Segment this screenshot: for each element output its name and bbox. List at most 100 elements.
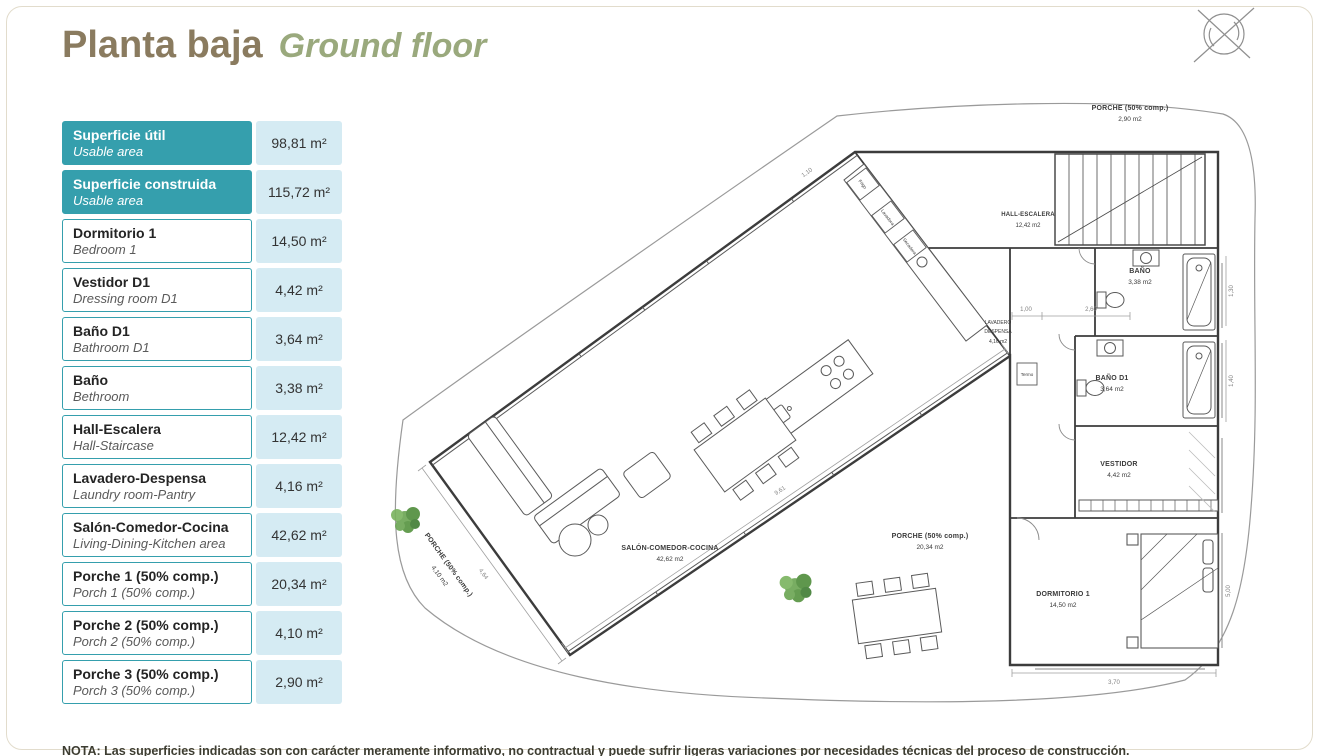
dim-label: 5,00 [1226, 585, 1232, 597]
table-row: Porche 3 (50% comp.)Porch 3 (50% comp.)2… [62, 660, 342, 704]
room-area: 2,90 m2 [1118, 116, 1142, 123]
hatch-area [1188, 431, 1216, 513]
fridge-label: Frigo [858, 179, 868, 191]
label-spanish: Porche 1 (50% comp.) [73, 568, 219, 585]
plant-icon [391, 507, 420, 533]
row-label: Porche 2 (50% comp.)Porch 2 (50% comp.) [62, 611, 252, 655]
row-value: 20,34 m² [256, 562, 342, 606]
door-arcs [1016, 247, 1096, 541]
porch-table-icon [851, 572, 943, 660]
row-value: 98,81 m² [256, 121, 342, 165]
label-english: Porch 1 (50% comp.) [73, 584, 196, 600]
dim-label: 4,64 [477, 568, 489, 582]
room-area: 4,42 m2 [1107, 472, 1131, 479]
sofa-icon [467, 416, 671, 557]
dim-label: 3,70 [1108, 680, 1120, 686]
row-value: 14,50 m² [256, 219, 342, 263]
label-spanish: Superficie útil [73, 127, 166, 144]
fridge-icon: Frigo [846, 167, 880, 201]
row-value: 3,38 m² [256, 366, 342, 410]
window-glazing [432, 154, 1223, 670]
table-row: Porche 2 (50% comp.)Porch 2 (50% comp.)4… [62, 611, 342, 655]
room-area: 42,62 m2 [656, 556, 683, 563]
row-value: 12,42 m² [256, 415, 342, 459]
label-english: Usable area [73, 192, 144, 208]
room-area: 3,64 m2 [1100, 386, 1124, 393]
room-area: 4,16 m2 [989, 339, 1007, 345]
dim-label: 1,10 [801, 167, 815, 179]
dim-label: 1,00 [1020, 307, 1032, 313]
wardrobe-icon [1078, 499, 1219, 512]
room-area: 20,34 m2 [916, 544, 943, 551]
label-spanish: Vestidor D1 [73, 274, 151, 291]
plot-boundary [394, 102, 1256, 703]
plant-icon [779, 573, 812, 603]
room-label-vestidor: VESTIDOR [1100, 461, 1137, 468]
row-label: Porche 3 (50% comp.)Porch 3 (50% comp.) [62, 660, 252, 704]
dim-label: 9,61 [774, 485, 788, 497]
room-label-salon: SALÓN-COMEDOR-COCINA [621, 543, 718, 552]
dimension-lines [417, 256, 1227, 677]
compass-icon [1193, 7, 1255, 63]
row-value: 2,90 m² [256, 660, 342, 704]
room-area: 12,42 m2 [1015, 223, 1041, 229]
room-label-hall: HALL-ESCALERA [1001, 212, 1055, 218]
label-spanish: Lavadero-Despensa [73, 470, 207, 487]
room-area: 14,50 m2 [1049, 602, 1076, 609]
room-label-porch-left: PORCHE (50% comp.) [423, 532, 474, 598]
water-heater-label: Termo [1021, 372, 1034, 377]
washer-icon: Lavadora [871, 200, 905, 234]
page-title: Planta baja Ground floor [62, 24, 486, 67]
room-label-bano-d1: BAÑO D1 [1096, 373, 1129, 382]
floor-plan: Frigo Lavadora Secadora Termo [391, 102, 1256, 703]
label-spanish: Salón-Comedor-Cocina [73, 519, 229, 536]
dim-label: 1,40 [1229, 375, 1235, 387]
label-english: Bedroom 1 [73, 241, 137, 257]
room-label-despensa: DESPENSA [984, 329, 1012, 335]
label-english: Bathroom D1 [73, 339, 150, 355]
row-value: 4,10 m² [256, 611, 342, 655]
label-spanish: Baño [73, 372, 108, 389]
room-label-dormitorio: DORMITORIO 1 [1036, 591, 1090, 598]
legal-note: NOTA: Las superficies indicadas son con … [62, 744, 1130, 756]
row-value: 4,42 m² [256, 268, 342, 312]
dim-label: 1,30 [1229, 285, 1235, 297]
row-value: 42,62 m² [256, 513, 342, 557]
label-english: Dressing room D1 [73, 290, 178, 306]
room-label-bano: BAÑO [1129, 266, 1151, 275]
label-english: Living-Dining-Kitchen area [73, 535, 226, 551]
room-area: 3,38 m2 [1128, 279, 1152, 286]
dim-label: 2,60 [1085, 307, 1097, 313]
label-english: Hall-Staircase [73, 437, 154, 453]
room-label-porch-top: PORCHE (50% comp.) [1092, 105, 1169, 112]
label-english: Laundry room-Pantry [73, 486, 196, 502]
bed-icon [1126, 533, 1219, 649]
label-english: Porch 2 (50% comp.) [73, 633, 196, 649]
stairs-icon [1054, 153, 1206, 246]
title-english: Ground floor [278, 27, 487, 65]
row-value: 4,16 m² [256, 464, 342, 508]
table-row: Porche 1 (50% comp.)Porch 1 (50% comp.) 2… [62, 562, 342, 606]
label-spanish: Hall-Escalera [73, 421, 161, 438]
dryer-icon: Secadora [893, 229, 927, 263]
water-heater-icon: Termo [1016, 362, 1038, 386]
label-spanish: Dormitorio 1 [73, 225, 157, 242]
row-value: 115,72 m² [256, 170, 342, 214]
